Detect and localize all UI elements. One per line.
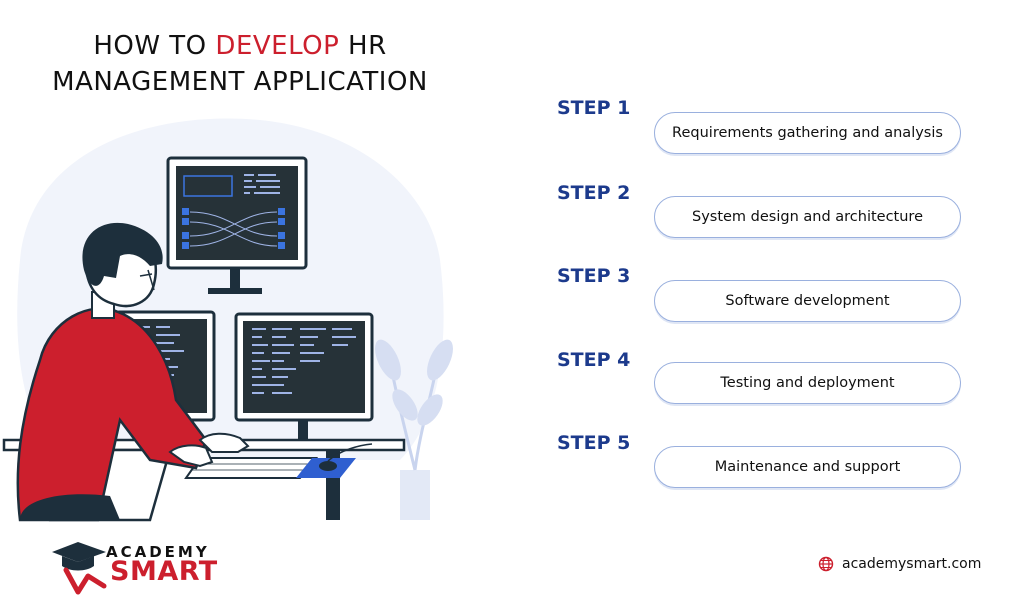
step-2-label: STEP 2 [557, 182, 631, 204]
step-1-label: STEP 1 [557, 97, 631, 119]
step-4-label: STEP 4 [557, 349, 631, 371]
developer-illustration [2, 118, 453, 522]
step-4-pill: Testing and deployment [654, 362, 961, 404]
step-2-pill: System design and architecture [654, 196, 961, 238]
globe-icon [818, 556, 834, 572]
step-3-label: STEP 3 [557, 265, 631, 287]
graduation-cap-icon [52, 542, 107, 595]
title-part2: HR [339, 31, 387, 61]
website-text[interactable]: academysmart.com [842, 556, 982, 572]
step-5-label: STEP 5 [557, 432, 631, 454]
page-title: HOW TO DEVELOP HR MANAGEMENT APPLICATION [20, 28, 460, 100]
title-part1: HOW TO [93, 31, 216, 61]
academy-smart-logo: ACADEMY SMART [48, 540, 218, 595]
website-link[interactable]: academysmart.com [818, 556, 981, 572]
step-5-pill: Maintenance and support [654, 446, 961, 488]
logo-line2: SMART [110, 556, 218, 587]
step-1-pill: Requirements gathering and analysis [654, 112, 961, 154]
title-line2: MANAGEMENT APPLICATION [52, 67, 428, 97]
step-3-pill: Software development [654, 280, 961, 322]
title-accent: DEVELOP [215, 31, 340, 61]
logo-line1: ACADEMY [106, 543, 210, 561]
